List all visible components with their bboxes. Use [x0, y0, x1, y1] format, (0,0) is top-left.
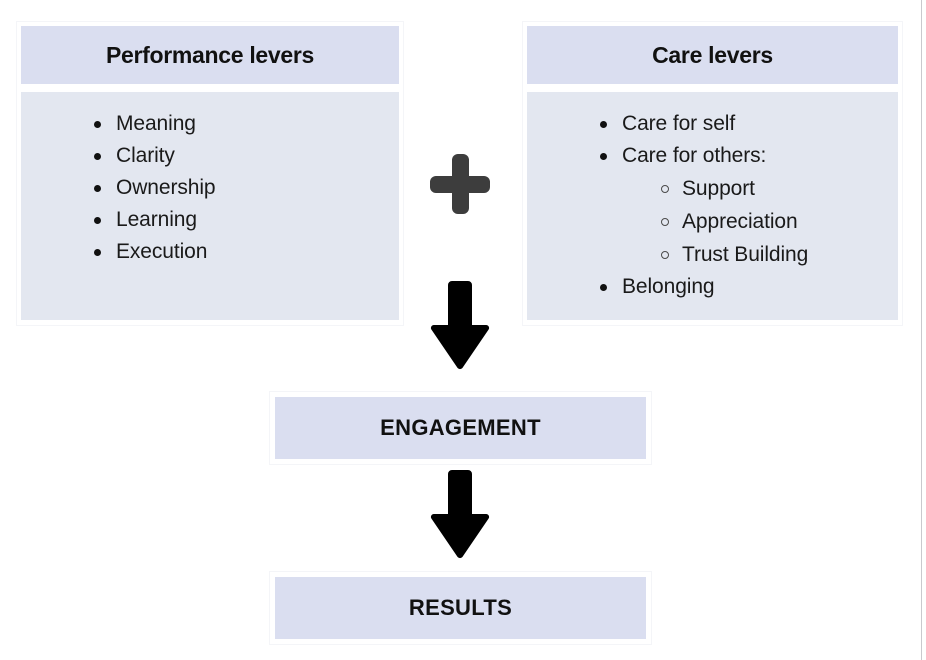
bullet-disc-icon	[600, 121, 607, 128]
list-item-label: Execution	[116, 240, 208, 263]
panel-care-levers-header: Care levers	[527, 26, 898, 84]
bullet-disc-icon	[94, 185, 101, 192]
list-item: Care for others: Support Appreciation	[597, 140, 888, 271]
panel-care-levers-body: Care for self Care for others: Support A…	[527, 92, 898, 320]
bullet-disc-icon	[94, 217, 101, 224]
panel-performance-levers: Performance levers Meaning Clarity Owner…	[16, 21, 404, 326]
bullet-circle-icon	[661, 185, 669, 193]
sub-list-item: Support	[657, 172, 888, 205]
flow-box-engagement-label: ENGAGEMENT	[275, 397, 646, 459]
list-item-label: Care for self	[622, 112, 736, 135]
list-item-label: Learning	[116, 208, 197, 231]
plus-icon-vertical-bar	[452, 154, 469, 214]
list-item: Meaning	[91, 108, 389, 140]
list-item-label: Belonging	[622, 275, 715, 298]
sub-list-item: Appreciation	[657, 205, 888, 238]
sub-list-item-label: Trust Building	[682, 243, 809, 266]
list-item-label: Meaning	[116, 112, 196, 135]
care-levers-list: Care for self Care for others: Support A…	[537, 108, 888, 303]
flow-box-results: RESULTS	[269, 571, 652, 645]
arrow-down-to-results-icon	[430, 470, 490, 559]
flow-box-engagement: ENGAGEMENT	[269, 391, 652, 465]
list-item: Care for self	[597, 108, 888, 140]
panel-performance-levers-body: Meaning Clarity Ownership Learning Execu…	[21, 92, 399, 320]
performance-levers-list: Meaning Clarity Ownership Learning Execu…	[31, 108, 389, 268]
care-for-others-sublist: Support Appreciation Trust Building	[622, 172, 888, 271]
sub-list-item-label: Appreciation	[682, 210, 798, 233]
list-item: Learning	[91, 204, 389, 236]
list-item: Belonging	[597, 271, 888, 303]
arrow-down-to-engagement-icon	[430, 281, 490, 370]
bullet-disc-icon	[600, 153, 607, 160]
list-item-label: Care for others:	[622, 144, 767, 167]
bullet-disc-icon	[94, 153, 101, 160]
flow-box-results-label: RESULTS	[275, 577, 646, 639]
list-item: Clarity	[91, 140, 389, 172]
list-item: Execution	[91, 236, 389, 268]
plus-icon	[428, 152, 492, 216]
list-item-label: Ownership	[116, 176, 216, 199]
bullet-disc-icon	[600, 284, 607, 291]
bullet-disc-icon	[94, 121, 101, 128]
bullet-circle-icon	[661, 218, 669, 226]
page-edge-rule	[921, 0, 922, 660]
sub-list-item: Trust Building	[657, 238, 888, 271]
bullet-circle-icon	[661, 251, 669, 259]
bullet-disc-icon	[94, 249, 101, 256]
panel-performance-levers-header: Performance levers	[21, 26, 399, 84]
list-item-label: Clarity	[116, 144, 175, 167]
panel-care-levers: Care levers Care for self Care for other…	[522, 21, 903, 326]
sub-list-item-label: Support	[682, 177, 755, 200]
list-item: Ownership	[91, 172, 389, 204]
